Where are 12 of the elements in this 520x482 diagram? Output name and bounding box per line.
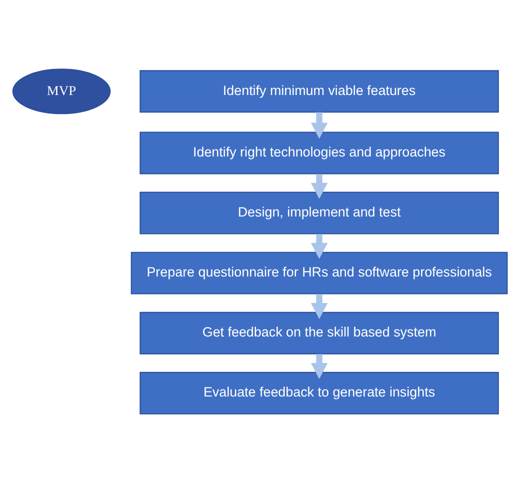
node-ellipse: MVP xyxy=(12,68,111,114)
arrow xyxy=(310,294,328,318)
node-box: Evaluate feedback to generate insights xyxy=(140,371,499,414)
arrow xyxy=(310,112,328,138)
arrow xyxy=(310,354,328,378)
node-box: Design, implement and test xyxy=(140,191,499,234)
node-box: Prepare questionnaire for HRs and software professionals xyxy=(130,251,508,294)
arrow xyxy=(310,234,328,258)
arrow xyxy=(310,173,328,198)
node-box: Get feedback on the skill based system xyxy=(140,311,499,354)
node-box: Identify minimum viable features xyxy=(140,70,499,112)
node-box: Identify right technologies and approaches xyxy=(140,131,499,174)
